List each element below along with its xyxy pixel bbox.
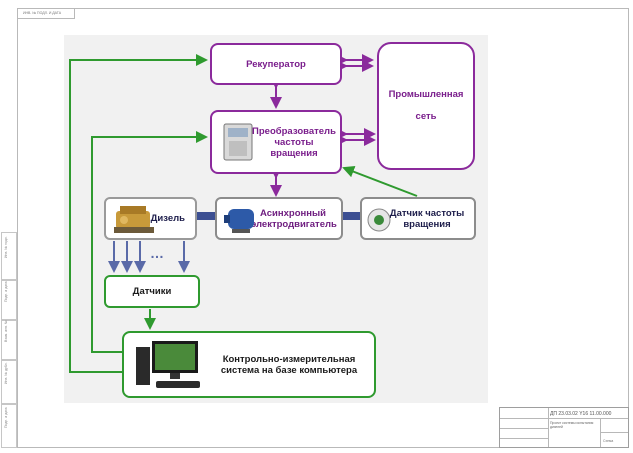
title-block-line [500, 418, 628, 419]
left-strip-cell: Подп. и дата [1, 404, 17, 448]
link-speed-sensor-converter [342, 165, 418, 197]
converter-label: Преобразователь частоты вращения [252, 125, 336, 159]
left-strip: Инв. № подл. Подп. и дата Взам. инв. № И… [1, 232, 17, 448]
motor-box: Асинхронный электродвигатель [215, 197, 343, 240]
diesel-box: Дизель [104, 197, 197, 240]
title-block-line [600, 432, 628, 433]
link-pc-converter [91, 131, 208, 353]
pc-system-label: Контрольно-измерительная система на базе… [220, 353, 358, 376]
title-block-doc-type: Схема [603, 439, 614, 443]
link-converter-grid [336, 128, 376, 146]
diesel-label: Дизель [150, 213, 185, 224]
link-recuperator-grid [336, 54, 374, 72]
diesel-engine-icon [114, 206, 154, 233]
sensors-box: Датчики [104, 275, 200, 308]
recuperator-box: Рекуператор [210, 43, 342, 85]
left-strip-cell: Инв. № подл. [1, 232, 17, 280]
left-strip-cell: Подп. и дата [1, 280, 17, 320]
title-block-line [548, 408, 549, 447]
grid-box: Промышленная сеть [377, 42, 475, 170]
motor-icon [224, 209, 254, 233]
drawing-frame [17, 8, 629, 448]
title-block: ДП 23.03.02 Y16 11.00.000 Проект системы… [499, 407, 629, 448]
converter-icon [223, 123, 253, 161]
top-stamp: ИНВ. № ПОДЛ. И ДАТА [17, 8, 75, 19]
converter-box: Преобразователь частоты вращения [210, 110, 342, 174]
diesel-to-sensors-arrows [108, 241, 190, 273]
speed-sensor-label: Датчик частоты вращения [389, 207, 465, 230]
title-block-line [500, 438, 548, 439]
sensors-ellipsis: … [150, 245, 166, 261]
motor-label: Асинхронный электродвигатель [251, 207, 337, 230]
title-block-code: ДП 23.03.02 Y16 11.00.000 [550, 411, 612, 417]
link-pc-recuperator [69, 54, 208, 373]
left-strip-cell: Взам. инв. № [1, 320, 17, 360]
speed-sensor-box: Датчик частоты вращения [360, 197, 476, 240]
computer-icon [136, 341, 200, 388]
title-block-line [500, 428, 548, 429]
recuperator-label: Рекуператор [246, 58, 306, 70]
speed-sensor-icon [367, 208, 391, 232]
shaft [197, 212, 360, 220]
grid-label: Промышленная сеть [388, 89, 464, 122]
sensors-label: Датчики [132, 286, 172, 297]
title-block-name: Проект системы испытания дизелей [550, 421, 594, 430]
pc-system-box: Контрольно-измерительная система на базе… [122, 331, 376, 398]
left-strip-cell: Инв. № дубл. [1, 360, 17, 404]
